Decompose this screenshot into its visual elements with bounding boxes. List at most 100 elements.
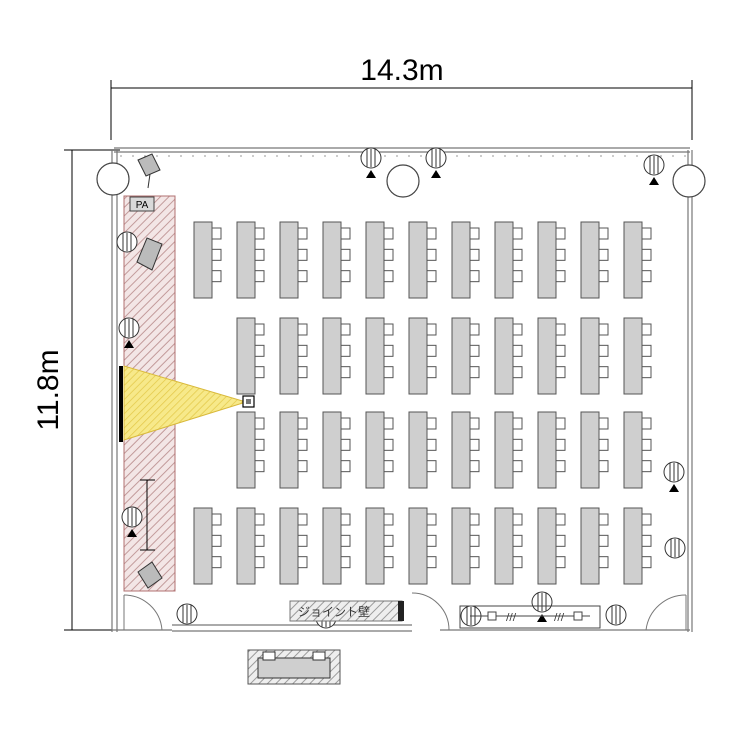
chair: [641, 227, 652, 240]
chair: [469, 460, 480, 473]
chair: [340, 344, 351, 357]
chair: [383, 417, 394, 430]
chair: [469, 417, 480, 430]
chair: [555, 556, 566, 569]
chair: [641, 534, 652, 547]
chair: [254, 323, 265, 336]
table: [408, 507, 428, 585]
chair: [598, 438, 609, 451]
chair: [340, 270, 351, 283]
table-with-chairs: [537, 411, 566, 489]
chair: [469, 270, 480, 283]
chair: [598, 460, 609, 473]
table: [494, 221, 514, 299]
table-with-chairs: [451, 411, 480, 489]
chair: [254, 534, 265, 547]
table-with-chairs: [279, 317, 308, 395]
table: [279, 221, 299, 299]
chair: [297, 227, 308, 240]
table-with-chairs: [451, 507, 480, 585]
chair: [426, 534, 437, 547]
chair: [555, 227, 566, 240]
table: [365, 507, 385, 585]
chair: [254, 344, 265, 357]
chair: [598, 248, 609, 261]
chair: [641, 513, 652, 526]
chair: [254, 417, 265, 430]
pa-label: PA: [136, 200, 149, 211]
chair: [512, 556, 523, 569]
table-with-chairs: [365, 411, 394, 489]
height-dimension: 11.8m: [32, 149, 120, 631]
chair: [512, 270, 523, 283]
chair: [555, 270, 566, 283]
table-with-chairs: [279, 411, 308, 489]
chair: [555, 513, 566, 526]
chair: [340, 556, 351, 569]
table: [236, 507, 256, 585]
chair: [297, 438, 308, 451]
chair: [383, 438, 394, 451]
chair: [383, 556, 394, 569]
chair: [598, 366, 609, 379]
chair: [641, 366, 652, 379]
svg-text:///: ///: [554, 612, 565, 623]
chair: [469, 438, 480, 451]
chair: [555, 366, 566, 379]
table: [193, 507, 213, 585]
screen-icon: [119, 366, 123, 442]
table: [451, 507, 471, 585]
chair: [383, 366, 394, 379]
chair: [383, 323, 394, 336]
table-with-chairs: [494, 221, 523, 299]
chair: [297, 417, 308, 430]
table-with-chairs: [322, 507, 351, 585]
chair: [254, 248, 265, 261]
table: [580, 507, 600, 585]
table-with-chairs: [580, 221, 609, 299]
chair: [598, 344, 609, 357]
chair: [469, 323, 480, 336]
chair: [340, 227, 351, 240]
chair: [598, 534, 609, 547]
table: [537, 221, 557, 299]
table: [494, 411, 514, 489]
chair: [641, 248, 652, 261]
chair: [598, 556, 609, 569]
bottom-rail: /// ///: [459, 605, 601, 629]
chair: [555, 534, 566, 547]
table-with-chairs: [580, 411, 609, 489]
table-with-chairs: [623, 317, 652, 395]
table-with-chairs: [322, 317, 351, 395]
chair: [641, 438, 652, 451]
stage-lights: [136, 153, 163, 589]
table: [322, 411, 342, 489]
chair: [211, 270, 222, 283]
chair: [254, 366, 265, 379]
height-label: 11.8m: [32, 349, 65, 430]
table: [365, 317, 385, 395]
table: [494, 507, 514, 585]
chair: [512, 366, 523, 379]
projection-beam: [123, 365, 248, 441]
chair: [254, 227, 265, 240]
table: [279, 317, 299, 395]
chair: [512, 417, 523, 430]
table-with-chairs: [537, 317, 566, 395]
chair: [598, 323, 609, 336]
chair: [555, 417, 566, 430]
chair: [426, 227, 437, 240]
chair: [340, 460, 351, 473]
chair: [383, 248, 394, 261]
chair: [254, 513, 265, 526]
chair: [598, 513, 609, 526]
table-with-chairs: [236, 411, 265, 489]
chair: [426, 513, 437, 526]
chair: [297, 513, 308, 526]
chair: [426, 248, 437, 261]
table-with-chairs: [623, 507, 652, 585]
table: [236, 411, 256, 489]
table: [623, 317, 643, 395]
chair: [469, 556, 480, 569]
